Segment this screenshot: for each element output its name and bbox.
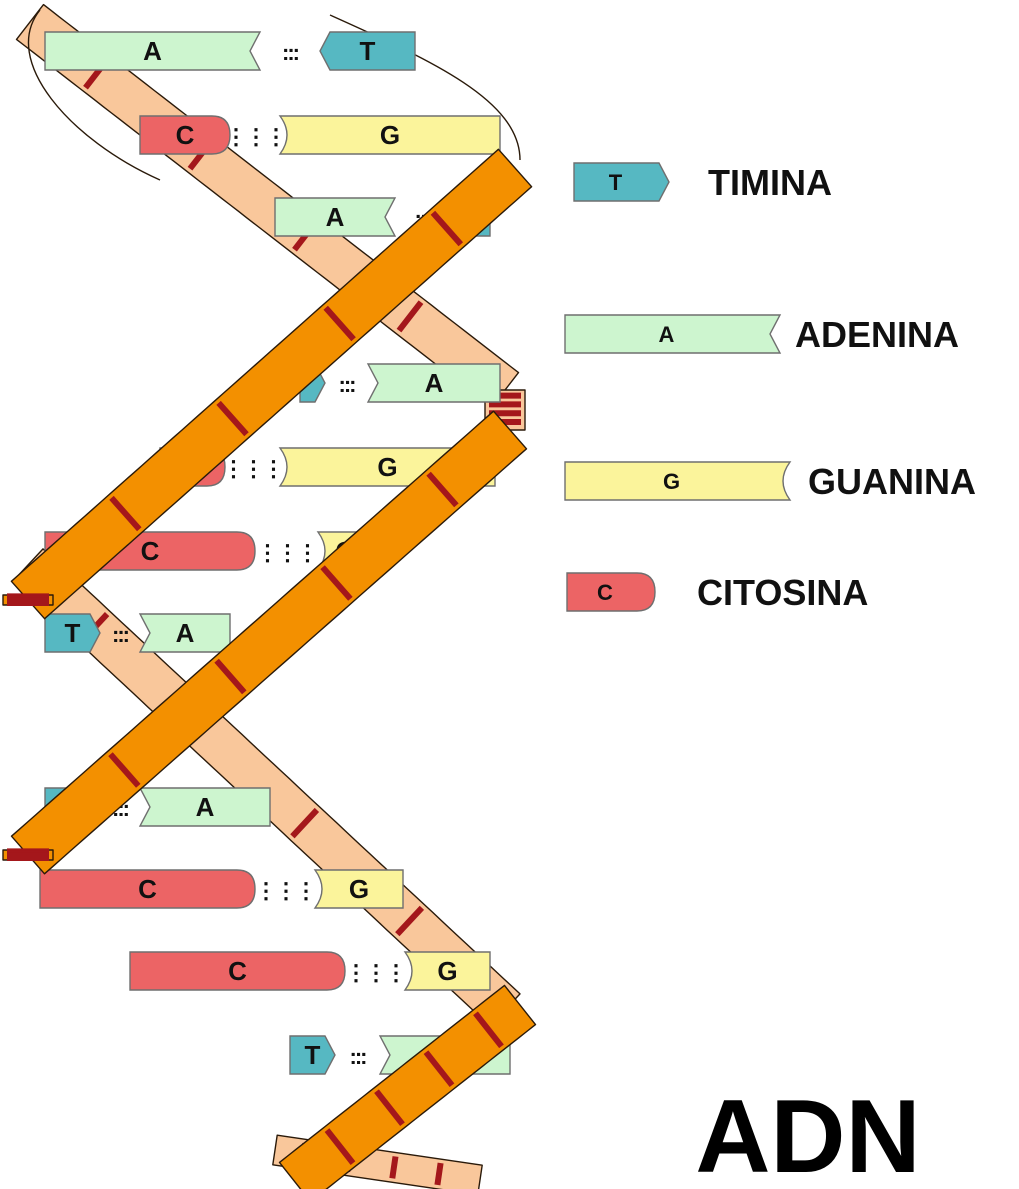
hydrogen-bond-dots: ⋮⋮⋮ [225,124,285,149]
base-letter: T [65,618,81,648]
base-letter: G [377,452,397,482]
base-letter: A [425,368,444,398]
base-letter: G [380,120,400,150]
legend-label: TIMINA [708,162,832,203]
hydrogen-bond-dots: ⋮⋮⋮ [345,960,405,985]
base-letter: T [305,1040,321,1070]
legend-label: CITOSINA [697,572,868,613]
legend-item-citosina: C CITOSINA [567,572,868,613]
base-letter: G [437,956,457,986]
hydrogen-bond-dots: ::: [339,372,356,397]
base-letter: C [141,536,160,566]
phosphate-mark [437,1163,440,1185]
hydrogen-bond-dots: ⋮⋮⋮ [255,878,315,903]
base-letter: C [138,874,157,904]
base-letter: A [196,792,215,822]
back-strand [13,5,525,1189]
legend-label: GUANINA [808,461,976,502]
base-letter: A [326,202,345,232]
hydrogen-bond-dots: ::: [282,40,299,65]
base-letter: T [360,36,376,66]
diagram-title: ADN [695,1079,920,1189]
legend-letter: C [597,580,613,605]
phosphate-mark [392,1157,395,1179]
legend-item-timina: T TIMINA [574,162,832,203]
legend-letter: T [609,170,623,195]
hydrogen-bond-dots: ⋮⋮⋮ [257,540,317,565]
legend-letter: A [659,322,675,347]
base-letter: C [228,956,247,986]
base-pair: A T::: [45,32,415,70]
base-letter: C [176,120,195,150]
hydrogen-bond-dots: ::: [350,1044,367,1069]
legend-label: ADENINA [795,314,959,355]
base-letter: G [349,874,369,904]
front-strand [3,149,536,1189]
hydrogen-bond-dots: ::: [112,622,129,647]
legend: T TIMINA A ADENINA G GUANINA C CITOSINA [565,162,976,613]
base-pair: A::: [300,364,500,402]
legend-item-adenina: A ADENINA [565,314,959,355]
base-pair: C G ⋮⋮⋮ [40,870,403,908]
legend-letter: G [663,469,680,494]
legend-item-guanina: G GUANINA [565,461,976,502]
hydrogen-bond-dots: ⋮⋮⋮ [223,456,283,481]
base-letter: A [143,36,162,66]
base-letter: A [176,618,195,648]
base-pair: C G ⋮⋮⋮ [130,952,490,990]
base-pair: C G ⋮⋮⋮ [140,116,500,154]
